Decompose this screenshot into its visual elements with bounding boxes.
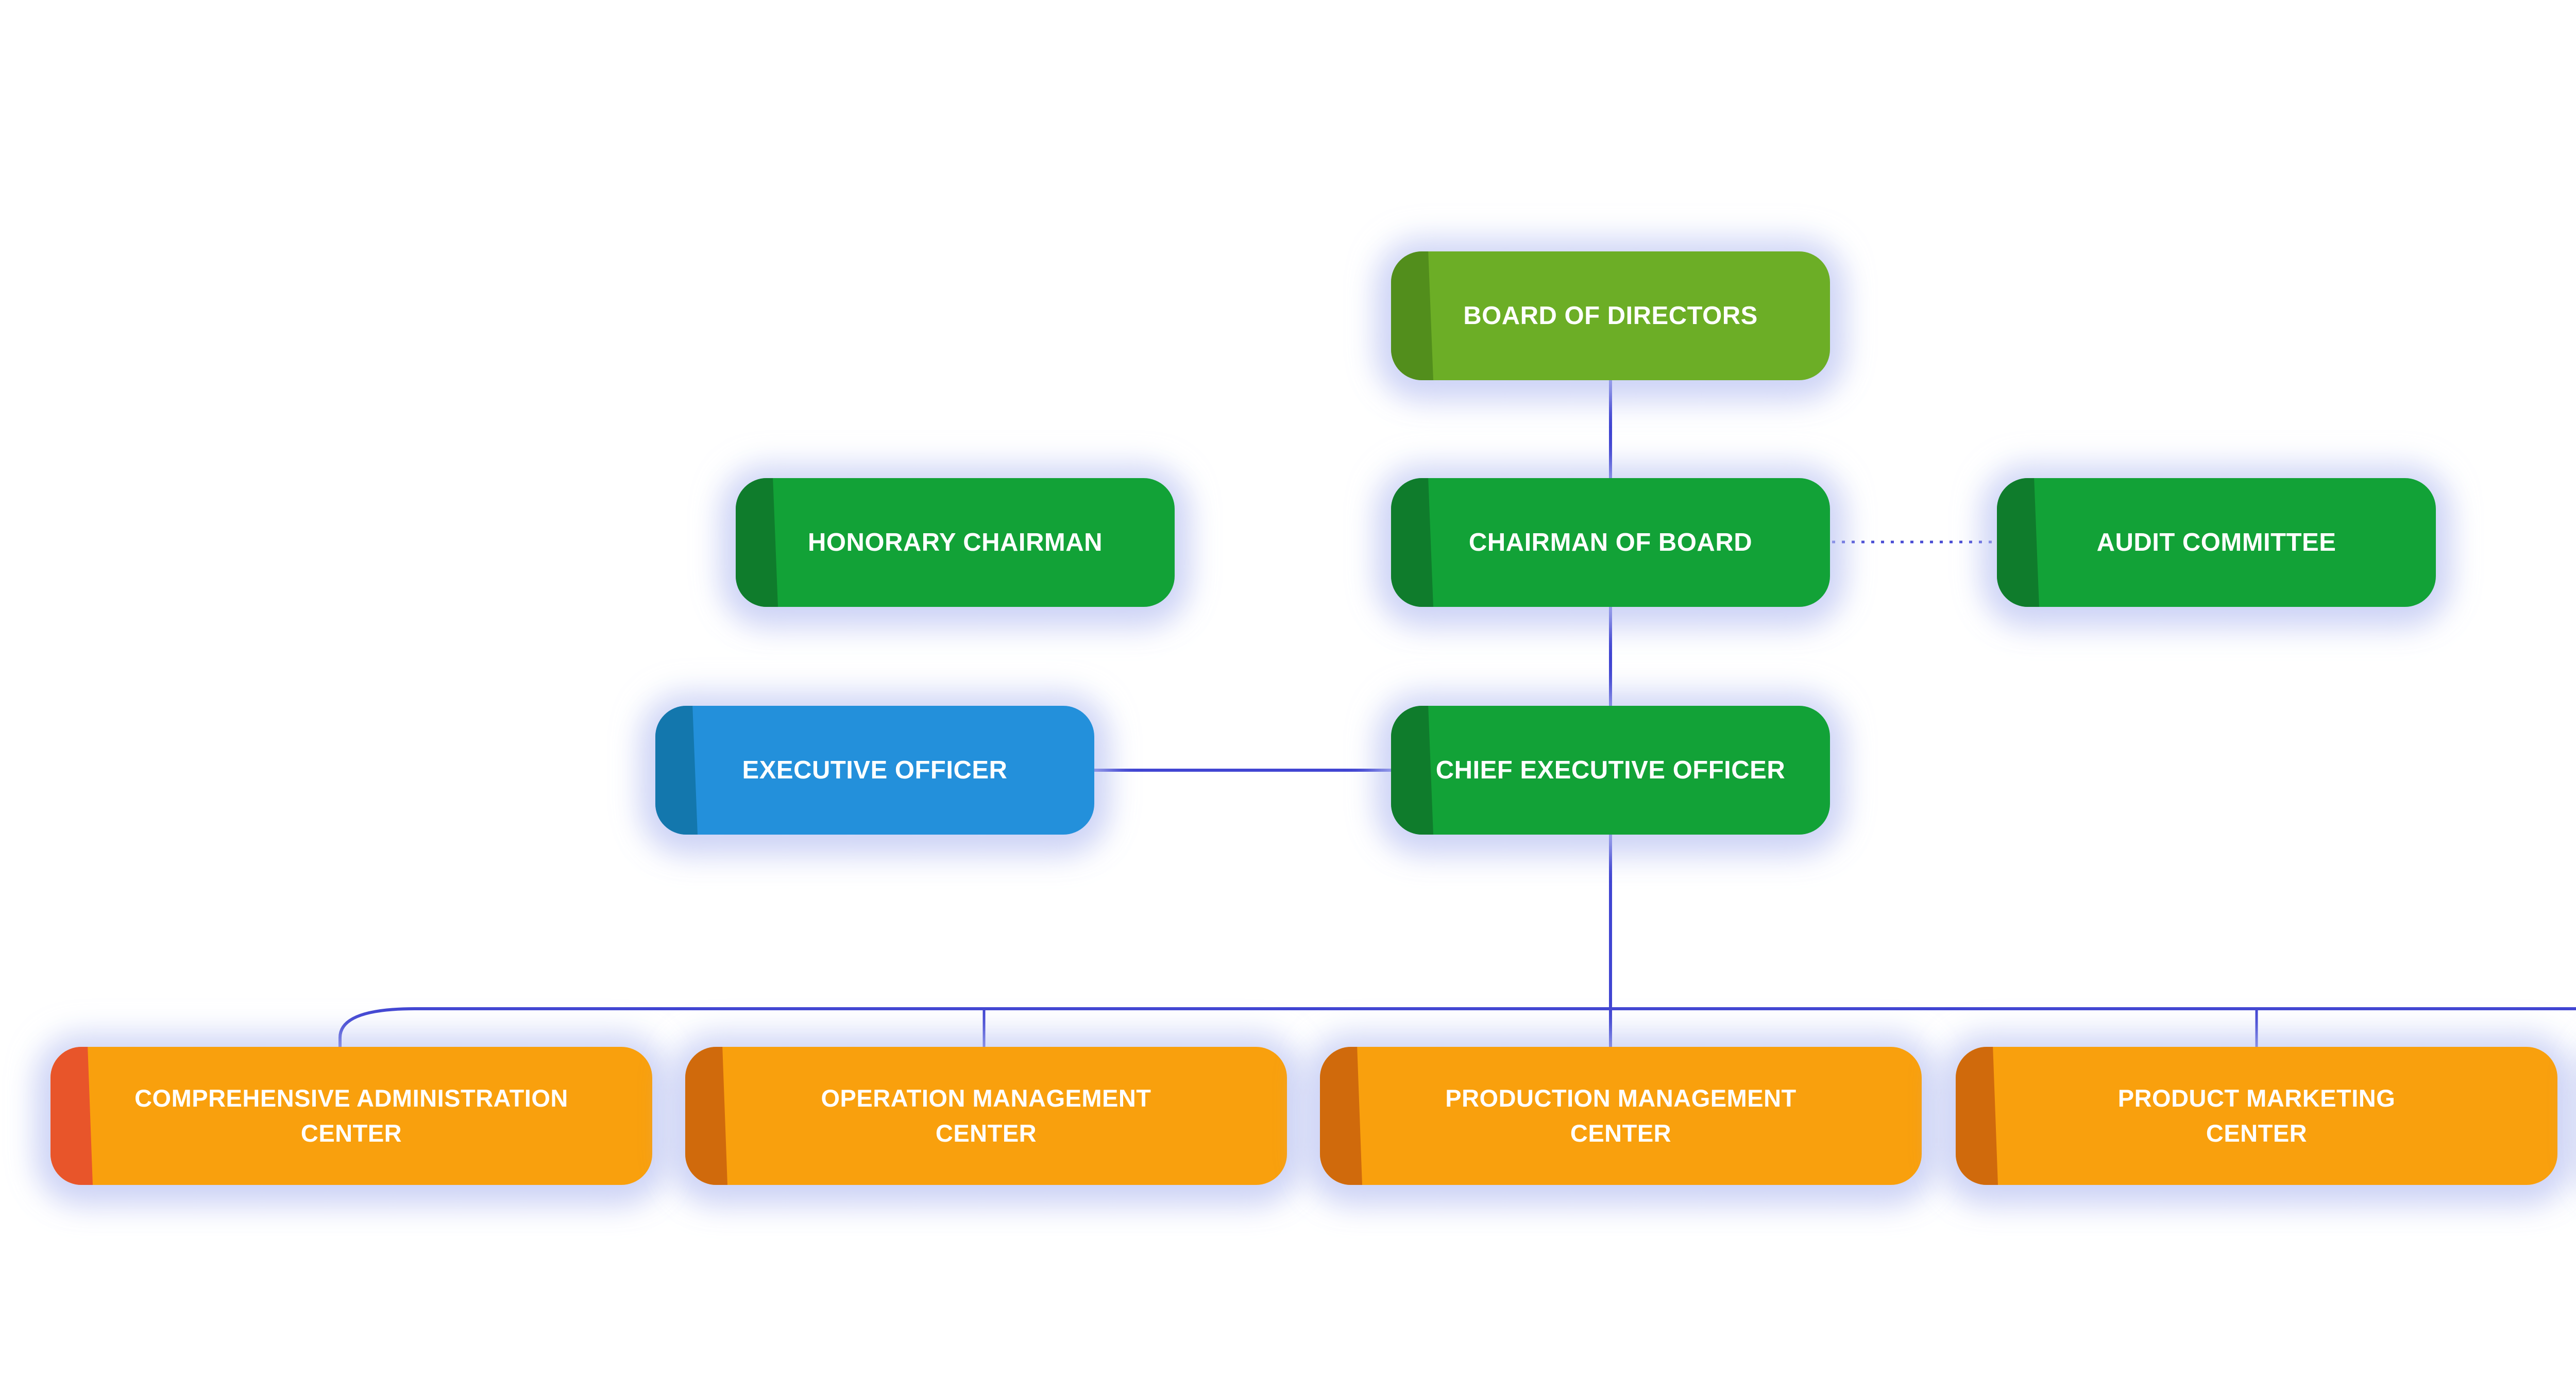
node-label: OPERATION MANAGEMENT CENTER: [821, 1084, 1151, 1147]
node-label: PRODUCT MARKETING CENTER: [2117, 1084, 2396, 1147]
node-label: EXECUTIVE OFFICER: [742, 756, 1008, 784]
org-node-audit: AUDIT COMMITTEE: [1997, 478, 2436, 607]
node-label: CHIEF EXECUTIVE OFFICER: [1435, 756, 1786, 784]
node-label: CHAIRMAN OF BOARD: [1468, 529, 1753, 556]
node-left-accent: [1956, 1047, 1998, 1185]
org-node-ceo: CHIEF EXECUTIVE OFFICER: [1391, 706, 1830, 835]
node-left-accent: [736, 478, 778, 607]
node-label: AUDIT COMMITTEE: [2096, 529, 2336, 556]
node-label: COMPREHENSIVE ADMINISTRATION CENTER: [134, 1084, 568, 1147]
node-left-accent: [655, 706, 698, 835]
node-left-accent: [1320, 1047, 1362, 1185]
org-node-exec: EXECUTIVE OFFICER: [655, 706, 1094, 835]
node-left-accent: [685, 1047, 727, 1185]
node-label: PRODUCTION MANAGEMENT CENTER: [1445, 1084, 1797, 1147]
node-left-accent: [1997, 478, 2039, 607]
node-left-accent: [1391, 706, 1433, 835]
org-node-production: PRODUCTION MANAGEMENT CENTER: [1320, 1047, 1922, 1185]
node-label: HONORARY CHAIRMAN: [808, 529, 1103, 556]
org-node-marketing: PRODUCT MARKETING CENTER: [1956, 1047, 2557, 1185]
org-node-operation: OPERATION MANAGEMENT CENTER: [685, 1047, 1287, 1185]
node-left-accent: [50, 1047, 93, 1185]
connector-bus-line: [338, 1007, 2576, 1049]
org-node-honorary: HONORARY CHAIRMAN: [736, 478, 1175, 607]
org-node-admin: COMPREHENSIVE ADMINISTRATION CENTER: [50, 1047, 652, 1185]
org-node-chairman: CHAIRMAN OF BOARD: [1391, 478, 1830, 607]
org-node-board: BOARD OF DIRECTORS: [1391, 251, 1830, 380]
node-left-accent: [1391, 478, 1433, 607]
node-label: BOARD OF DIRECTORS: [1463, 302, 1758, 330]
node-left-accent: [1391, 251, 1433, 380]
